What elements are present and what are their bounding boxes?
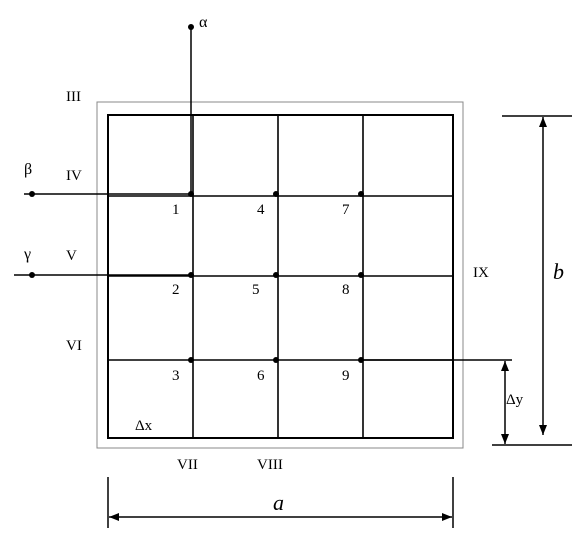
gamma-label: γ [23, 246, 31, 263]
roman-label-v: V [66, 248, 77, 264]
alpha-endpoint [188, 24, 194, 30]
beta-label: β [24, 161, 32, 178]
dim-b-label: b [553, 259, 564, 284]
node-3-dot [188, 357, 194, 363]
nodes [188, 191, 364, 363]
roman-label-iv: IV [66, 168, 82, 184]
alpha-label: α [199, 14, 208, 31]
node-2-label: 2 [172, 282, 180, 298]
node-5-dot [273, 272, 279, 278]
node-4-dot [273, 191, 279, 197]
node-6-dot [273, 357, 279, 363]
beta-endpoint [29, 191, 35, 197]
node-9-label: 9 [342, 368, 350, 384]
node-1-label: 1 [172, 202, 180, 218]
dim-dx-label: Δx [135, 418, 153, 434]
dim-a-label: a [273, 490, 284, 515]
node-7-label: 7 [342, 202, 350, 218]
node-9-dot [358, 357, 364, 363]
roman-label-ix: IX [473, 265, 489, 281]
node-1-dot [188, 191, 194, 197]
node-8-label: 8 [342, 282, 350, 298]
roman-label-iii: III [66, 89, 81, 105]
dim-dy-label: Δy [506, 392, 524, 408]
node-3-label: 3 [172, 368, 180, 384]
gamma-endpoint [29, 272, 35, 278]
roman-label-vii: VII [177, 457, 198, 473]
node-4-label: 4 [257, 202, 265, 218]
node-2-dot [188, 272, 194, 278]
node-6-label: 6 [257, 368, 265, 384]
roman-label-vi: VI [66, 338, 82, 354]
node-5-label: 5 [252, 282, 260, 298]
node-7-dot [358, 191, 364, 197]
node-8-dot [358, 272, 364, 278]
roman-label-viii: VIII [257, 457, 283, 473]
